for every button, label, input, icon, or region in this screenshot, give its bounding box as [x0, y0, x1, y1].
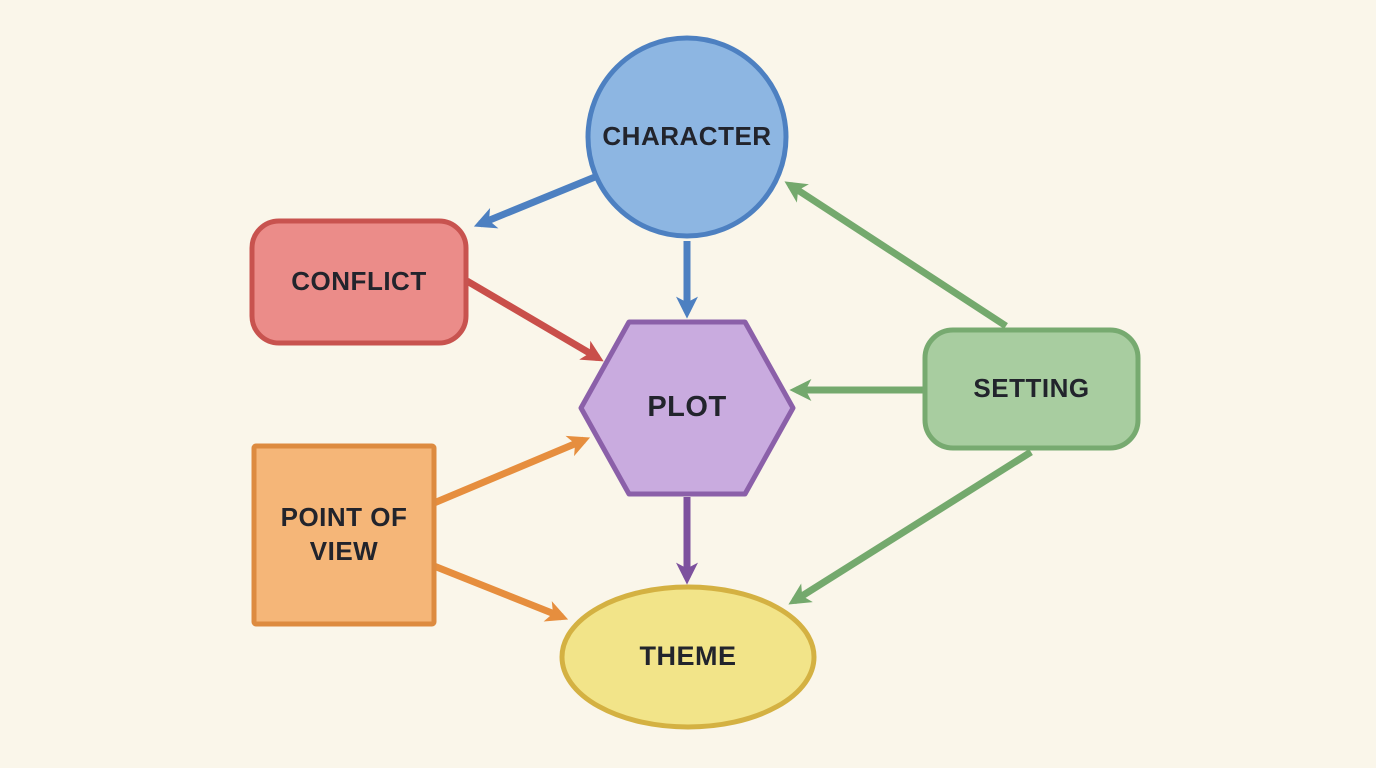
edge-point-of-view-to-theme	[432, 562, 569, 622]
node-point-of-view-square	[251, 443, 437, 627]
node-theme-ellipse	[559, 584, 817, 730]
node-conflict-rect	[249, 218, 469, 346]
edge-character-to-conflict	[473, 173, 597, 229]
node-setting-rect	[922, 327, 1141, 451]
edge-point-of-view-to-plot	[432, 435, 591, 507]
edge-conflict-to-plot	[465, 277, 604, 362]
edge-setting-to-character	[784, 181, 1008, 329]
node-character-circle	[585, 35, 789, 239]
edge-setting-to-theme	[788, 449, 1033, 605]
node-plot-hexagon	[578, 319, 796, 497]
